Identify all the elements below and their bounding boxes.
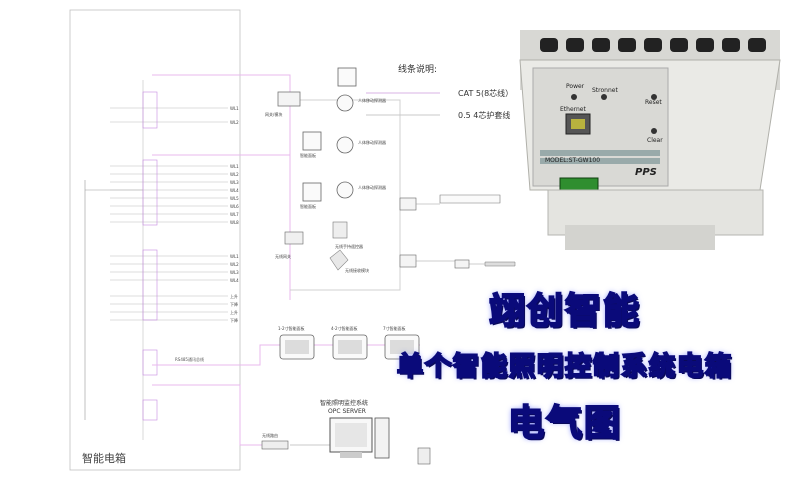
module-block: [142, 249, 158, 321]
circuit-label: 上升: [230, 309, 238, 315]
terminal-hole: [618, 38, 636, 52]
device-ethernet-label: Ethernet: [560, 106, 586, 113]
curtain-motor-icon: [484, 261, 516, 267]
wire-to-light: [416, 203, 485, 265]
circuit-label: WL1: [230, 164, 239, 169]
circuit-label: WL4: [230, 188, 239, 193]
pc-monitor-icon: [329, 417, 373, 458]
remote-label: 无线手持遥控器: [335, 243, 363, 249]
terminal-hole: [540, 38, 558, 52]
terminal-hole: [566, 38, 584, 52]
bus-text: RS485通讯总线: [175, 356, 204, 362]
module-block: [142, 159, 158, 226]
circuit-label: WL2: [230, 120, 239, 125]
sensor-icon-1: [336, 94, 354, 112]
pc-tower-icon: [374, 417, 390, 459]
panel-b-label: 4-2寸智能面板: [331, 325, 358, 331]
smart-panel-c: [384, 334, 420, 360]
legend-title: 线条说明:: [398, 63, 437, 75]
cabinet-frame: [69, 9, 241, 471]
panel1-label: 智能面板: [300, 152, 316, 158]
sensor3-label: 人体移动探测器: [358, 184, 386, 190]
switch-box-1: [337, 67, 357, 87]
phone-icon: [417, 447, 431, 465]
panel-c-label: 7寸智能面板: [383, 325, 406, 331]
device-stronnet-label: Stronnet: [592, 87, 618, 94]
circuit-label: WL3: [230, 180, 239, 185]
circuit-label: WL4: [230, 278, 239, 283]
router-label: 无线路由: [262, 432, 278, 438]
device-reset-label: Reset: [645, 99, 662, 106]
gateway-device: [519, 30, 781, 250]
smart-panel-a: [279, 334, 315, 360]
wireless-gateway: [284, 231, 304, 245]
module-top: [277, 91, 301, 107]
relay-box-2: [399, 254, 417, 268]
panel-a-label: 1-2寸智能面板: [278, 325, 305, 331]
module-block: [142, 349, 158, 376]
circuit-label: 下降: [230, 301, 238, 307]
relay-label: 无线接收模块: [345, 267, 369, 273]
bus-line-pink: [152, 74, 291, 300]
pc-label: 智能照明监控系统: [320, 399, 368, 407]
switch-box-2: [302, 131, 322, 151]
circuit-label: WL5: [230, 196, 239, 201]
title-system: 单个智能照明控制系统电箱: [396, 351, 733, 383]
circuit-label: WL8: [230, 220, 239, 225]
circuit-label: WL7: [230, 212, 239, 217]
remote-body: [332, 221, 348, 239]
module-block: [142, 399, 158, 421]
legend-item-1: CAT 5(8芯线）: [458, 88, 513, 98]
device-power-label: Power: [566, 83, 585, 90]
switch-box-3: [302, 182, 322, 202]
device-model-label: MODEL:ST-GW100: [545, 157, 600, 164]
legend-item-2: 0.5 4芯护套线: [458, 110, 510, 120]
pc-sub-label: OPC SERVER: [328, 408, 366, 415]
light-fixture-icon: [439, 194, 501, 204]
ballast-box: [454, 259, 470, 269]
sensor2-label: 人体移动探测器: [358, 139, 386, 145]
circuit-label: WL2: [230, 262, 239, 267]
terminal-hole: [722, 38, 740, 52]
terminal-hole: [592, 38, 610, 52]
module-top-label: 网关/模块: [265, 111, 282, 117]
circuit-label: WL1: [230, 106, 239, 111]
device-brand-label: PPS: [635, 167, 657, 178]
terminal-hole: [748, 38, 766, 52]
sensor1-label: 人体移动探测器: [358, 97, 386, 103]
router-icon: [261, 440, 289, 450]
hand-remote-icon: [329, 249, 349, 271]
sensor-icon-2: [336, 136, 354, 154]
circuit-label: 下降: [230, 317, 238, 323]
module-block: [142, 91, 158, 129]
sensor-icon-3: [336, 181, 354, 199]
relay-box-1: [399, 197, 417, 211]
title-diagram: 电气图: [507, 402, 622, 445]
circuit-label: WL1: [230, 254, 239, 259]
cabinet-label: 智能电箱: [82, 451, 126, 465]
circuit-label: WL6: [230, 204, 239, 209]
top-terminals: [540, 38, 766, 52]
bus-line-router: [152, 384, 280, 446]
terminal-hole: [644, 38, 662, 52]
terminal-hole: [670, 38, 688, 52]
circuit-label: WL2: [230, 172, 239, 177]
terminal-hole: [696, 38, 714, 52]
panel2-label: 智能面板: [300, 203, 316, 209]
device-clear-label: Clear: [647, 137, 663, 144]
breaker-rows: WL1WL2WL1WL2WL3WL4WL5WL6WL7WL8WL1WL2WL3W…: [110, 91, 239, 421]
circuit-label: 上升: [230, 293, 238, 299]
wireless-label: 无线网关: [275, 253, 291, 259]
title-company: 翊创智能: [488, 290, 641, 333]
circuit-label: WL3: [230, 270, 239, 275]
smart-panel-b: [332, 334, 368, 360]
